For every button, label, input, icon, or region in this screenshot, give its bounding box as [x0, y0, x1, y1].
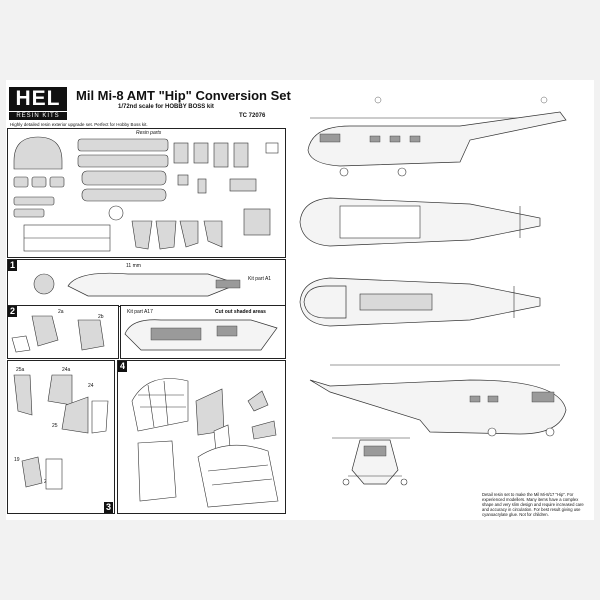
- step-label: 25: [52, 423, 58, 429]
- step-3-drawing: [13, 374, 109, 490]
- resin-parts-drawing: [13, 136, 279, 252]
- step-1-drawing: [33, 272, 241, 297]
- cut-out-drawing: [124, 319, 278, 351]
- step-label: 11 mm: [126, 263, 141, 269]
- step-label: 24a: [62, 367, 71, 373]
- step-label: 2a: [58, 309, 64, 315]
- step-label: Kit part A1: [248, 276, 272, 282]
- brand-logo: HEL RESIN KITS: [9, 87, 67, 121]
- step-label: 25a: [16, 367, 25, 373]
- set-description: Highly detailed resin exterior upgrade s…: [10, 122, 148, 127]
- step-4-drawing: [131, 378, 279, 508]
- step-1-box: 1 11 mm Kit part A1: [7, 259, 286, 307]
- step-label: 2b: [98, 314, 104, 320]
- side-view-top: [307, 96, 567, 177]
- page-subtitle: 1/72nd scale for HOBBY BOSS kit: [118, 104, 214, 110]
- side-view-bottom: [309, 364, 567, 437]
- step-label: 24: [88, 383, 94, 389]
- step-number: 1: [8, 260, 17, 271]
- step-4-box: 4 20 20: [117, 360, 286, 514]
- cut-out-callout: Cut out shaded areas: [215, 309, 266, 315]
- footer-note: Detail resin set to make the Mil Mi-8/17…: [482, 492, 584, 517]
- step-3-box: 3 25a 24a 24 25 24b 19 23: [7, 360, 115, 514]
- top-view: [299, 197, 541, 247]
- parts-caption: Resin parts: [136, 130, 162, 136]
- step-number: 3: [104, 502, 113, 513]
- bottom-view: [299, 277, 541, 327]
- step-number: 2: [8, 306, 17, 317]
- step-1b-box: Kit part A17 Cut out shaded areas: [120, 305, 286, 359]
- brand-logo-main: HEL: [9, 87, 67, 111]
- step-number: 4: [118, 361, 127, 372]
- kit-part-label: Kit part A17: [127, 309, 153, 315]
- brand-logo-sub: RESIN KITS: [9, 112, 67, 120]
- step-2-drawing: [11, 315, 105, 353]
- step-2-box: 2 2a 2b: [7, 305, 119, 359]
- parts-layout-box: Resin parts: [7, 128, 286, 258]
- page-title: Mil Mi-8 AMT "Hip" Conversion Set: [76, 88, 291, 103]
- product-code: TC 72076: [239, 113, 266, 119]
- step-label: 19: [14, 457, 20, 463]
- front-view: [332, 437, 410, 486]
